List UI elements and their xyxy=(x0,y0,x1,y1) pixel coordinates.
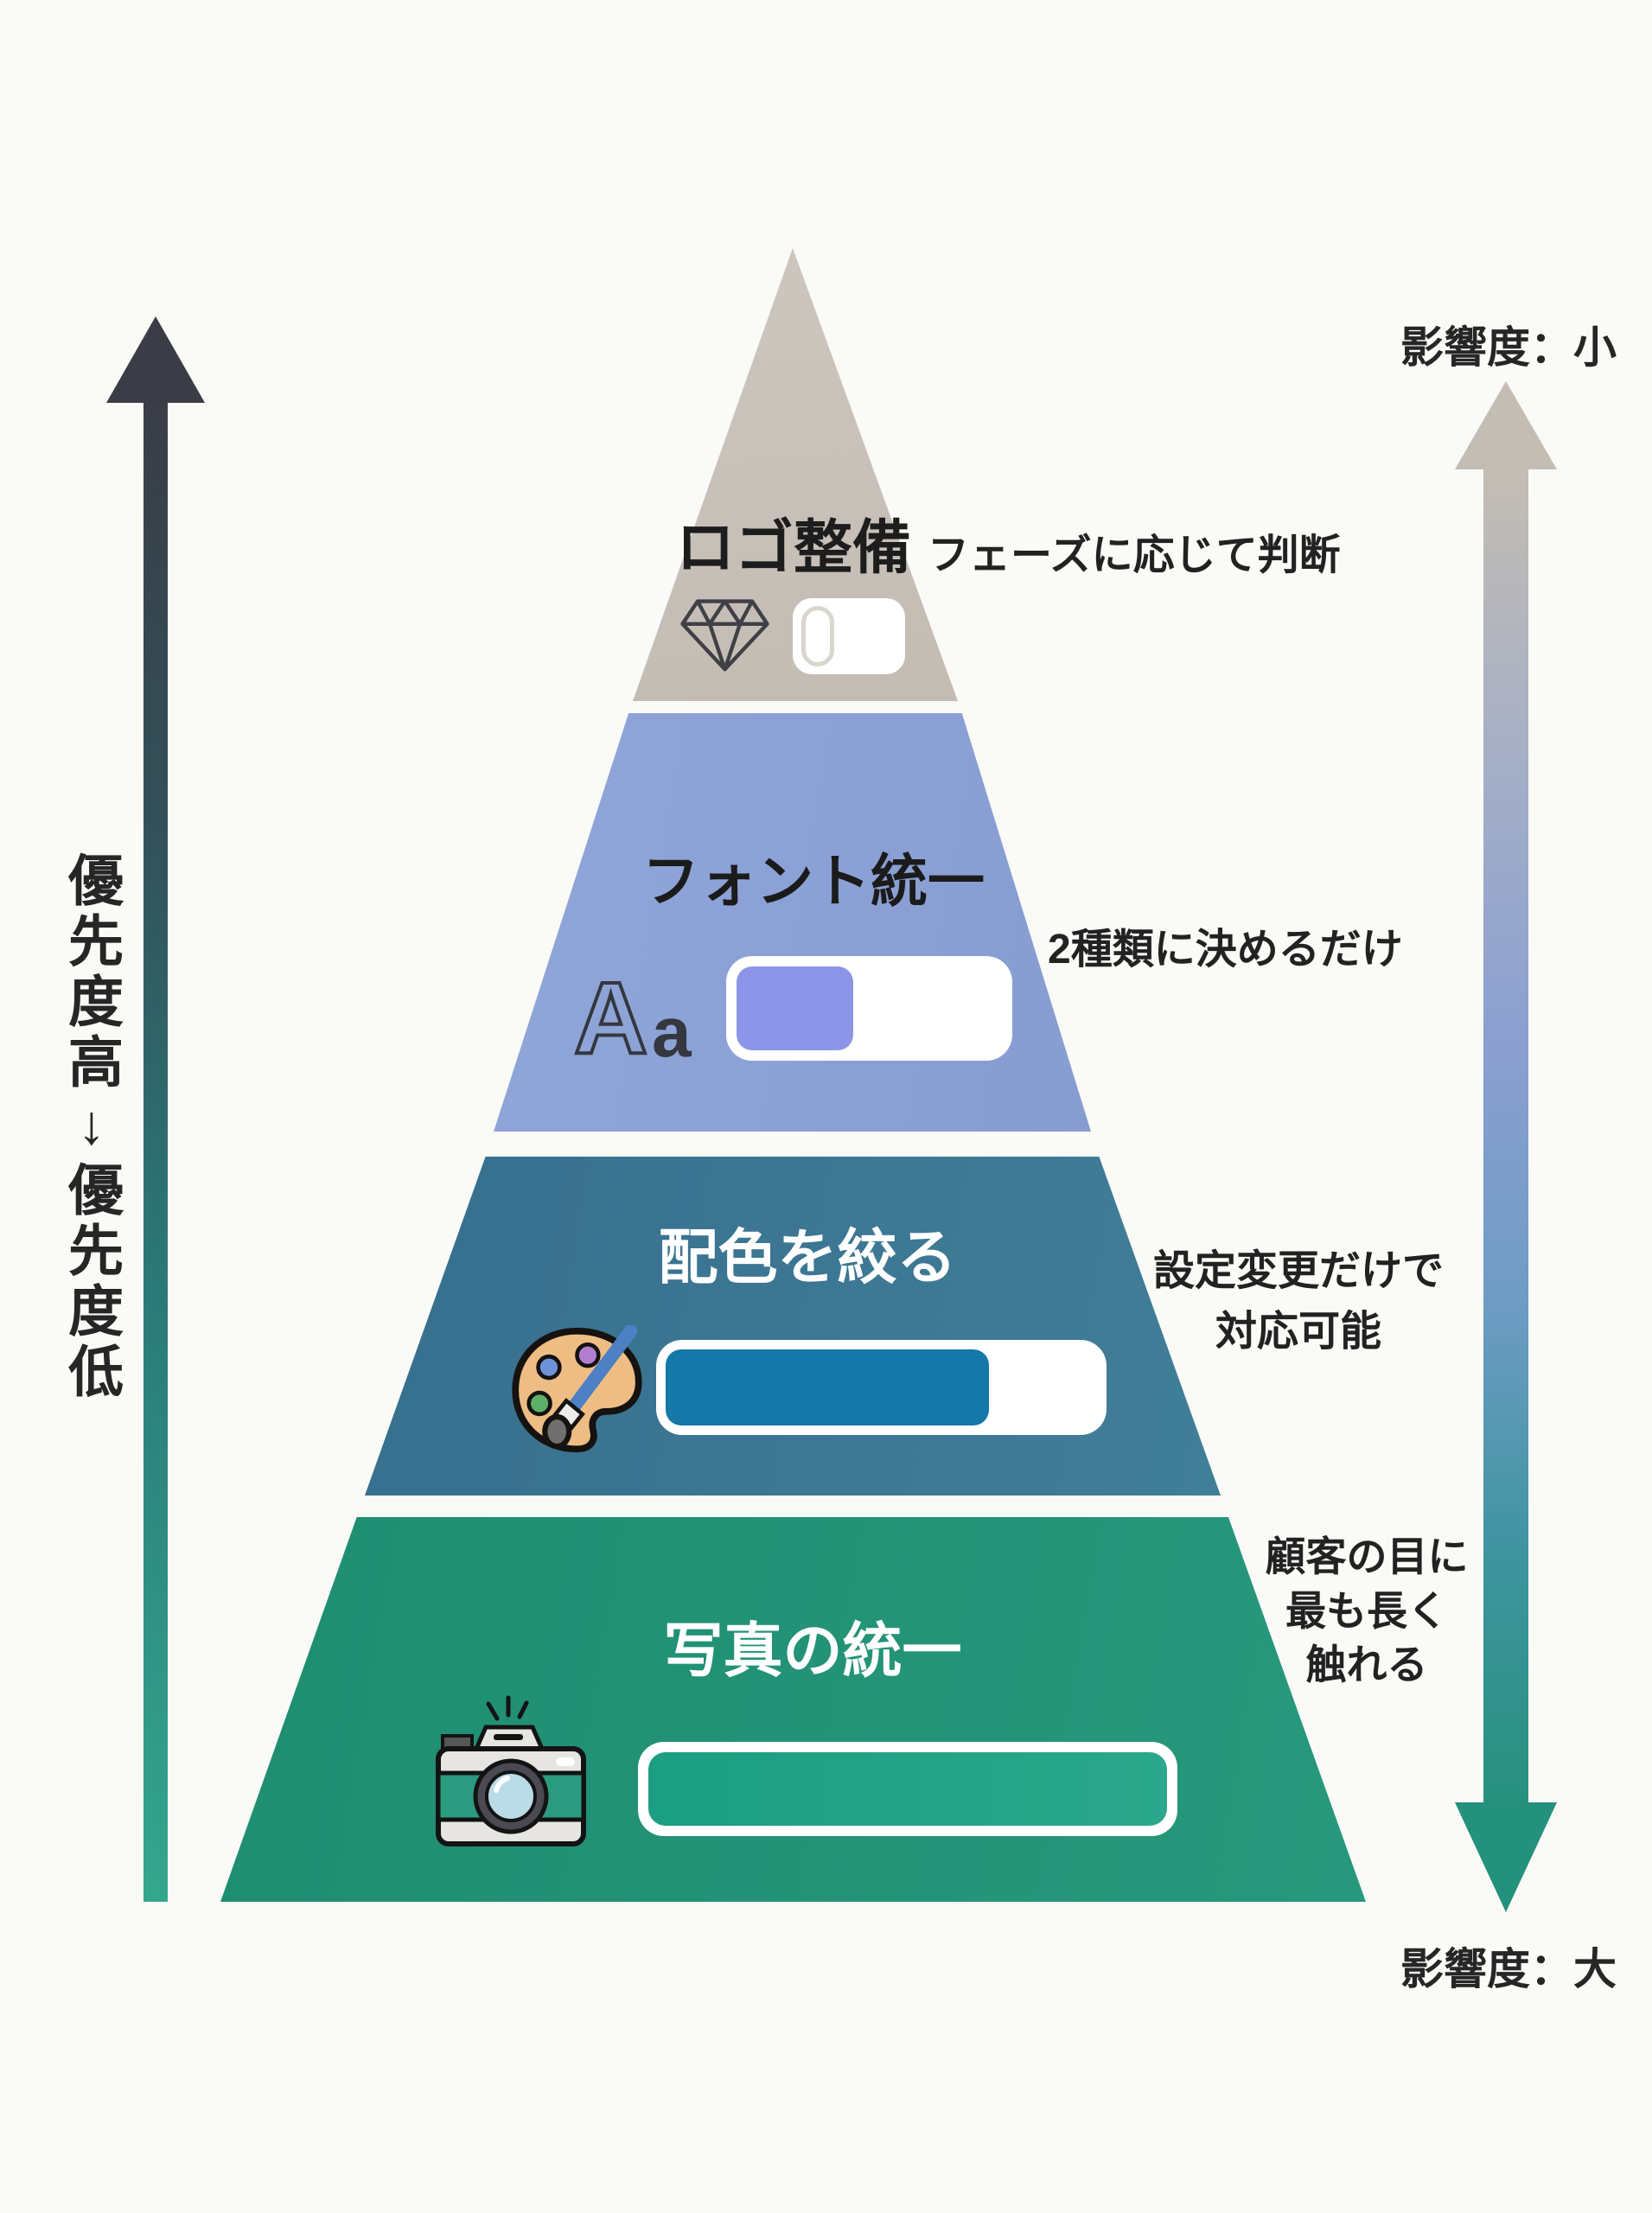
impact-arrow-down-icon xyxy=(1455,1802,1557,1912)
photo-progress-track xyxy=(638,1742,1177,1836)
tier-color-title: 配色を絞る xyxy=(658,1224,957,1291)
font-progress-fill xyxy=(737,966,854,1050)
tier-color-annotation-line1: 設定変更だけで xyxy=(1152,1248,1445,1294)
font-progress-track xyxy=(726,956,1012,1061)
priority-arrow-shaft xyxy=(144,399,168,1902)
tier-photo-annotation-line2: 最も長く xyxy=(1285,1587,1448,1634)
svg-text:a: a xyxy=(652,993,692,1066)
tier-color xyxy=(365,1157,1221,1496)
palette-icon xyxy=(510,1324,644,1455)
logo-toggle xyxy=(793,598,905,674)
impact-arrow-shaft xyxy=(1483,468,1528,1806)
tier-font xyxy=(494,713,1091,1132)
tier-photo-annotation: 顧客の目に 最も長く 触れる xyxy=(1266,1530,1469,1693)
color-progress-fill xyxy=(666,1349,990,1425)
priority-axis-label: 優先度高↓優先度低 xyxy=(61,851,123,1403)
impact-small-label: 影響度：小 xyxy=(1400,323,1617,372)
color-progress-track xyxy=(656,1340,1107,1435)
tier-font-annotation: 2種類に決めるだけ xyxy=(1048,927,1403,973)
photo-progress-fill xyxy=(648,1752,1167,1826)
priority-arrow-up-icon xyxy=(106,316,205,403)
diamond-gem-icon xyxy=(679,595,770,674)
tier-photo-annotation-line1: 顧客の目に xyxy=(1265,1534,1469,1579)
tier-font-title: フォント統一 xyxy=(642,849,985,913)
tier-photo-annotation-line3: 触れる xyxy=(1305,1642,1428,1687)
logo-toggle-knob xyxy=(801,606,834,666)
camera-icon xyxy=(435,1681,589,1850)
impact-large-label: 影響度：大 xyxy=(1400,1945,1617,1993)
font-sample-icon: A a xyxy=(572,949,721,1077)
tier-logo-annotation: フェーズに応じて判断 xyxy=(928,533,1341,578)
tier-color-annotation-line2: 対応可能 xyxy=(1215,1308,1382,1355)
tier-color-annotation: 設定変更だけで 対応可能 xyxy=(1153,1241,1444,1362)
tier-logo-title: ロゴ整備 xyxy=(675,515,912,581)
impact-arrow-up-icon xyxy=(1455,381,1557,469)
svg-text:A: A xyxy=(574,961,647,1066)
tier-photo xyxy=(220,1517,1366,1902)
tier-photo-title: 写真の統一 xyxy=(663,1617,962,1684)
